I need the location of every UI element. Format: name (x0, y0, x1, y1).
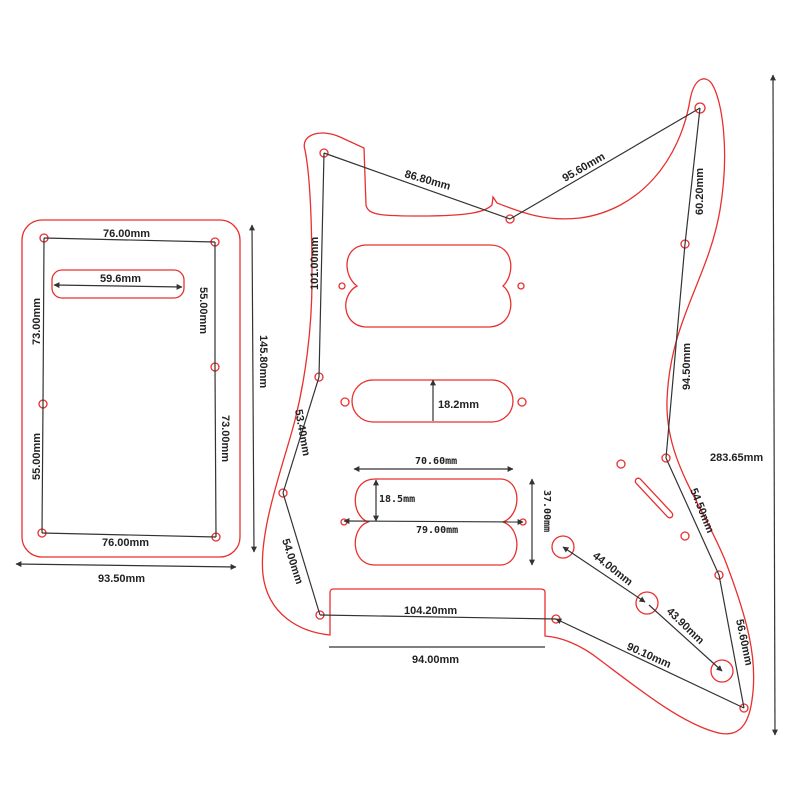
label-left-mid: 53.40mm (292, 408, 312, 457)
back-plate-slot (51, 269, 185, 299)
tone-pot-hole-1 (635, 591, 659, 615)
label-right-upper: 55.00mm (197, 287, 209, 334)
label-humbucker-coil-height: 18.5mm (379, 494, 415, 505)
label-humbucker-width: 70.60mm (415, 456, 457, 467)
label-left-lower: 55.00mm (31, 433, 43, 480)
switch-slot (634, 477, 674, 519)
pickguard-outline (261, 78, 755, 735)
tone-pot-hole-2 (710, 659, 734, 683)
pickguard-dimension-lines (282, 74, 778, 736)
label-right-mid: 94.50mm (681, 343, 693, 390)
label-top-width: 76.00mm (103, 228, 150, 240)
switch-screw-hole (680, 531, 690, 541)
label-left-lower: 54.00mm (279, 537, 305, 586)
neck-humbucker-cutout (345, 244, 512, 328)
label-bottom-screws: 104.20mm (404, 605, 457, 617)
pickguard: 86.80mm 95.60mm 60.20mm 94.50mm 101.00mm… (261, 74, 778, 736)
label-right-bottom: 56.60mm (733, 618, 755, 667)
label-overall-width: 93.50mm (98, 573, 145, 585)
label-bottom-diagonal: 90.10mm (625, 641, 673, 671)
label-right-lower: 54.50mm (687, 487, 716, 535)
label-right-lower: 73.00mm (219, 415, 231, 462)
label-top-right: 95.60mm (561, 151, 608, 185)
label-slot-width: 59.6mm (100, 273, 141, 285)
label-overall-height: 283.65mm (710, 452, 763, 464)
label-cavity-width: 94.00mm (412, 654, 459, 666)
label-right-upper: 60.20mm (694, 168, 706, 215)
label-left-upper: 73.00mm (31, 298, 43, 345)
label-humbucker-screw-span: 79.00mm (416, 525, 458, 536)
switch-screw-hole (616, 459, 626, 469)
back-plate-dimension-lines (15, 224, 257, 570)
label-humbucker-height: 37.00mm (541, 490, 552, 532)
label-left-upper: 101.00mm (309, 237, 321, 290)
label-bottom-width: 76.00mm (102, 537, 149, 549)
label-knob-2-3: 43.90mm (664, 606, 706, 647)
back-plate-outline (21, 219, 241, 558)
bridge-humbucker-cutout (354, 478, 518, 566)
label-overall-height: 145.80mm (257, 335, 269, 388)
label-middle-pickup-height: 18.2mm (438, 399, 479, 411)
back-plate: 76.00mm 59.6mm 73.00mm 55.00mm 55.00mm 7… (15, 219, 269, 585)
